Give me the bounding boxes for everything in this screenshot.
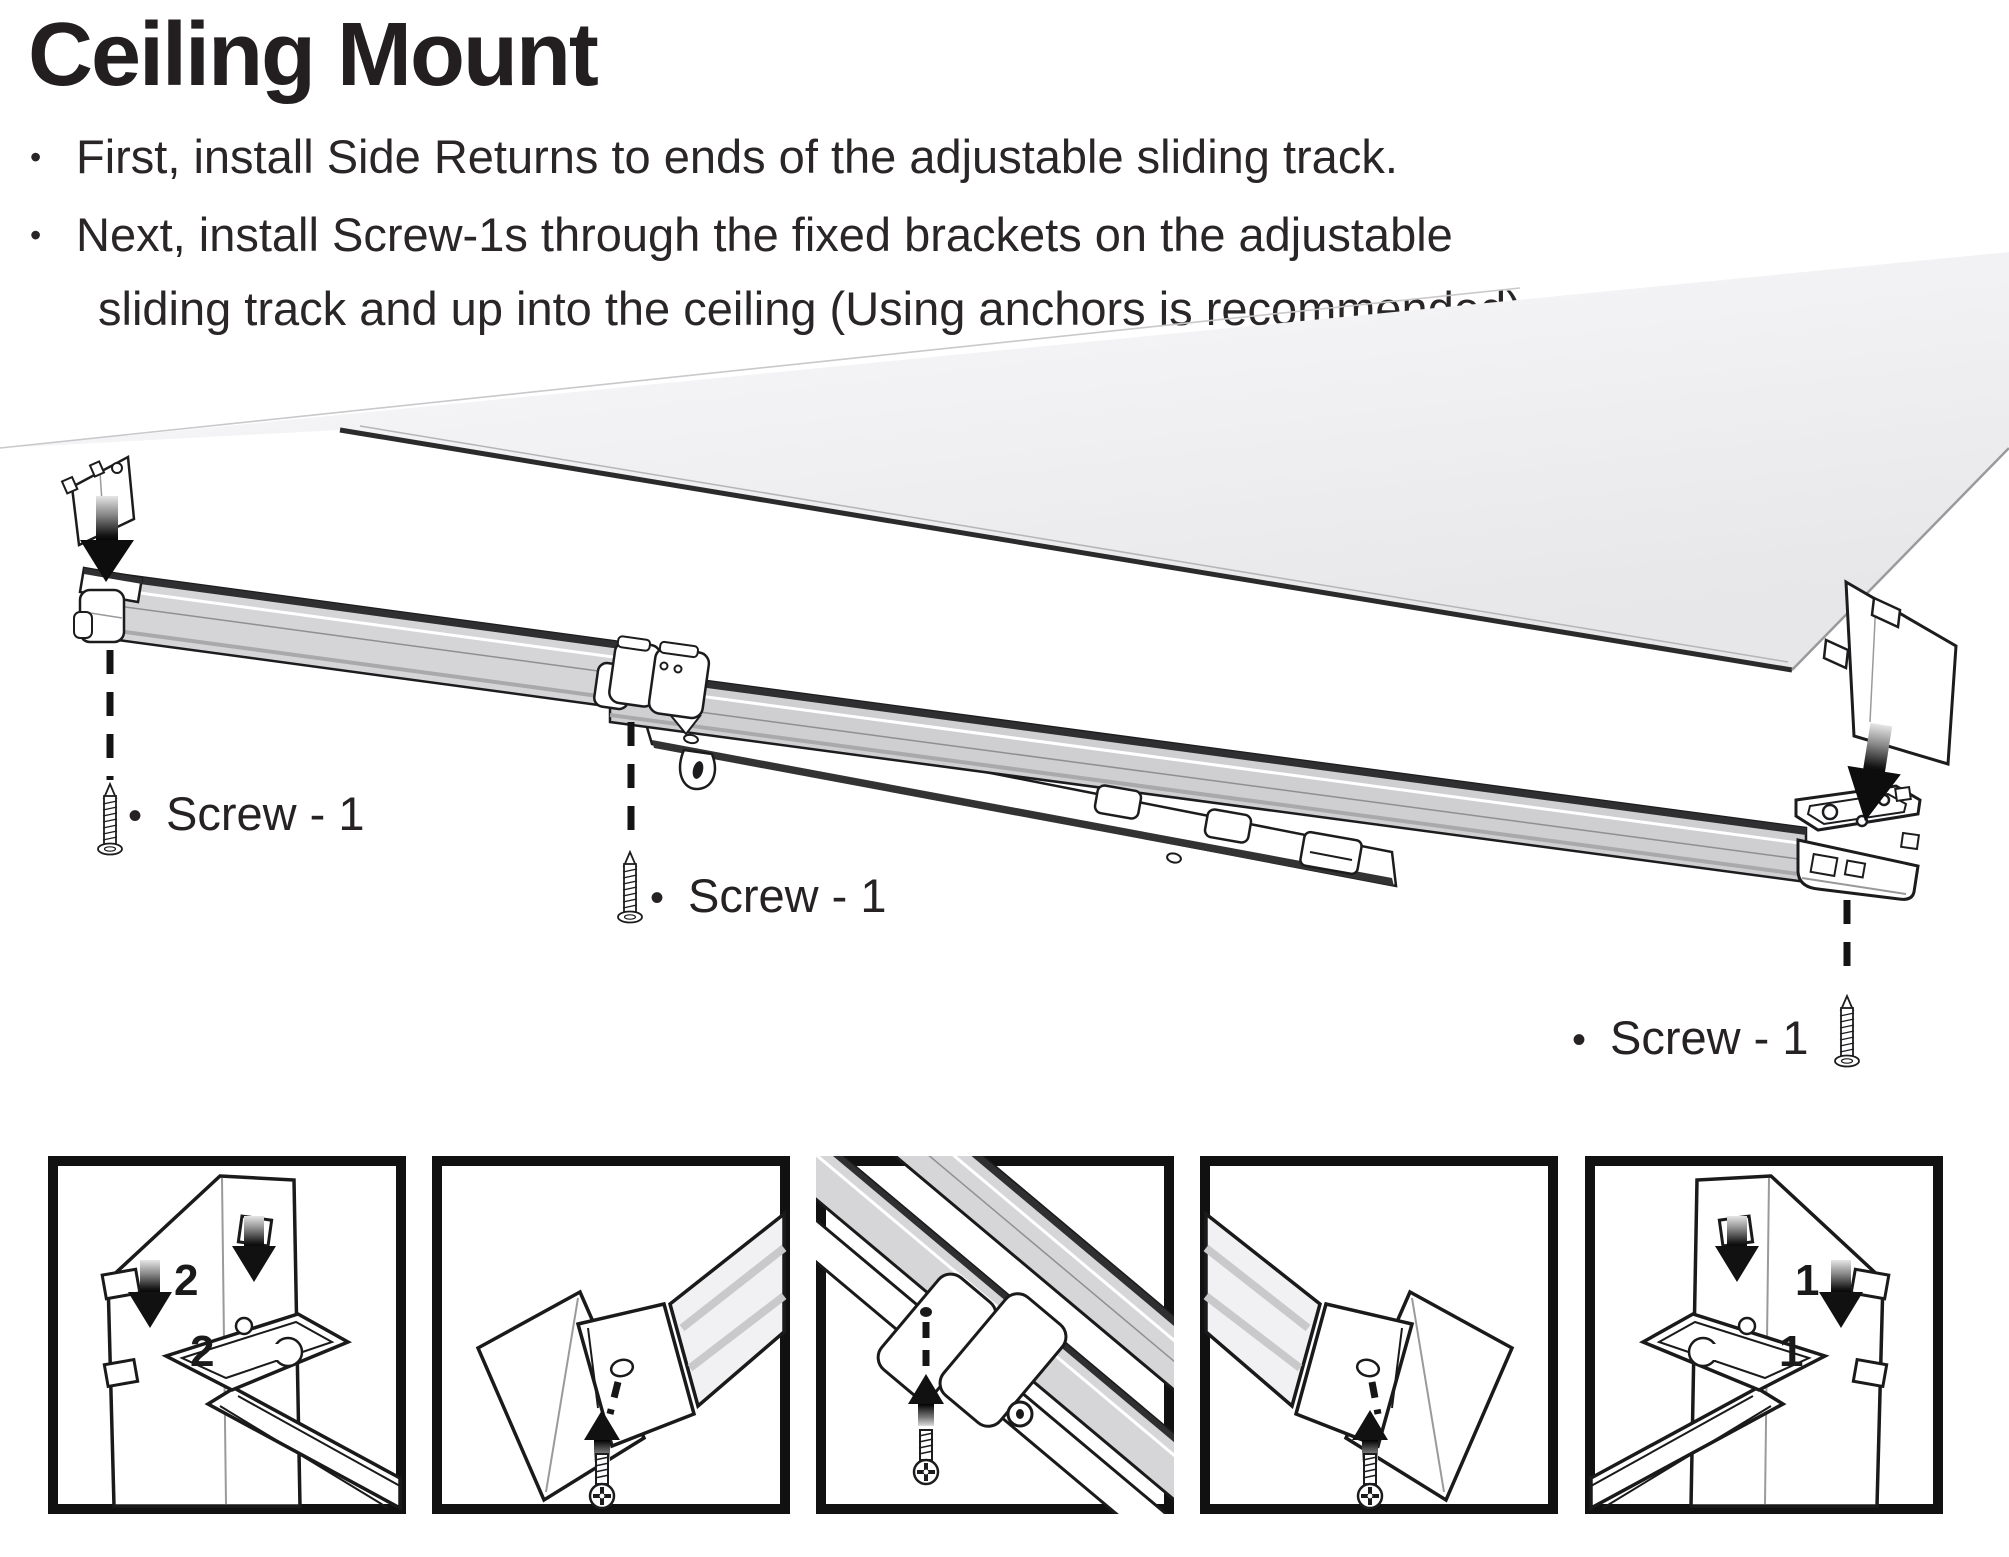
arrow-down-right-icon <box>1847 722 1901 822</box>
instruction-line: • First, install Side Returns to ends of… <box>30 128 1398 186</box>
step-number: 2 <box>190 1327 215 1376</box>
instruction-text: First, install Side Returns to ends of t… <box>76 130 1398 183</box>
screw-label-text: Screw - 1 <box>166 787 365 840</box>
thumb-screw-through-left-end <box>432 1156 790 1514</box>
bullet-icon: • <box>30 139 42 175</box>
screw-icon-mid <box>617 851 643 924</box>
bullet-icon: • <box>650 875 665 920</box>
dashed-leader <box>606 1381 622 1415</box>
ceiling-panel <box>0 252 2009 673</box>
instruction-text: Next, install Screw-1s through the fixed… <box>76 208 1453 261</box>
thumb-screw-through-center <box>816 1156 1174 1514</box>
step-number: 2 <box>174 1256 199 1305</box>
thumb-screw-through-right-end <box>1200 1156 1558 1514</box>
arrow-down-left-icon <box>80 496 134 582</box>
screw-icon-right <box>1834 995 1860 1068</box>
arrow-down-icon <box>128 1216 276 1328</box>
page-title: Ceiling Mount <box>28 5 599 105</box>
screw-label-text: Screw - 1 <box>688 869 887 922</box>
center-clamp-bracket <box>593 635 711 720</box>
screw-label: • Screw - 1 <box>650 868 887 923</box>
side-return-right <box>1822 579 1958 766</box>
side-return-left <box>60 455 136 547</box>
step-number: 1 <box>1795 1256 1820 1305</box>
step-number: 1 <box>1779 1327 1804 1376</box>
bullet-icon: • <box>30 217 42 253</box>
screw-label-text: Screw - 1 <box>1610 1011 1809 1064</box>
fixed-bracket-details <box>665 710 1363 876</box>
screw-label: • Screw - 1 <box>1572 1010 1809 1065</box>
dashed-leader <box>1368 1381 1382 1415</box>
bullet-icon: • <box>1572 1017 1587 1062</box>
end-bracket-right <box>1794 784 1922 901</box>
dashed-leaders <box>106 650 1851 984</box>
arrow-down-icon <box>1715 1216 1863 1328</box>
instruction-line: • Next, install Screw-1s through the fix… <box>30 206 1453 264</box>
screw-label: • Screw - 1 <box>128 786 365 841</box>
bullet-icon: • <box>128 793 143 838</box>
thumb-attach-side-return-right: 1 1 <box>1585 1156 1943 1514</box>
arrow-up-icon <box>908 1374 944 1426</box>
screw-icon-left <box>97 783 123 856</box>
sliding-track-upper-tube <box>73 566 652 714</box>
thumb-attach-side-return-left: 2 2 <box>48 1156 406 1514</box>
